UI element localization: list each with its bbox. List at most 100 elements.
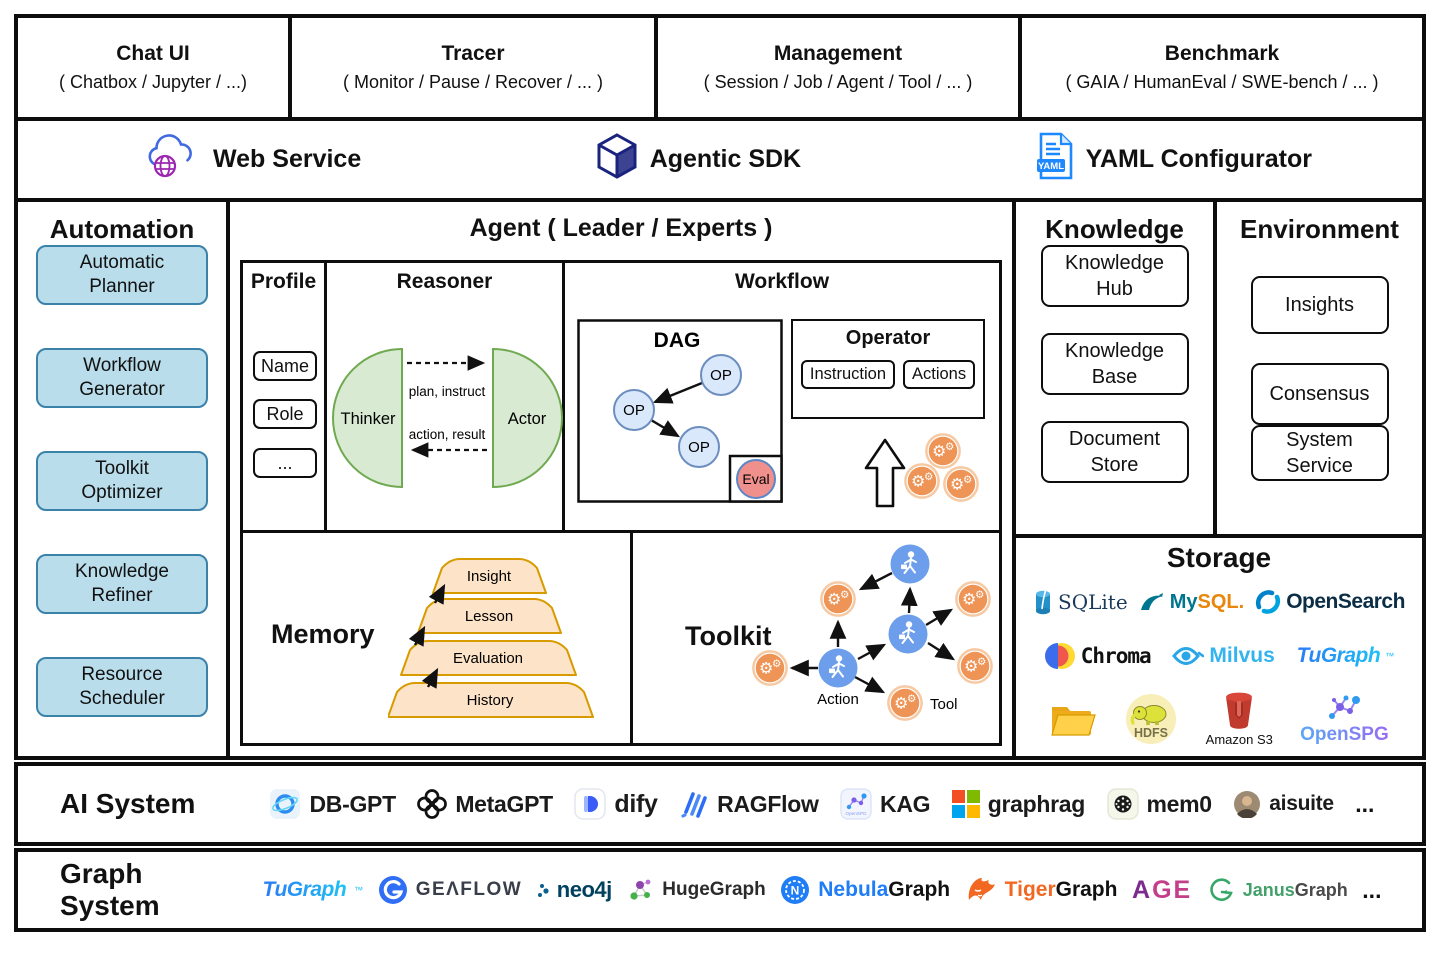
item-line: Refiner — [91, 585, 153, 606]
logo-graphrag: graphrag — [951, 790, 1085, 818]
cell-subtitle: ( Monitor / Pause / Recover / ... ) — [342, 72, 604, 92]
cell-subtitle: ( Session / Job / Agent / Tool / ... ) — [703, 72, 973, 92]
profile-title: Profile — [250, 270, 317, 293]
cell-title: Benchmark — [1164, 42, 1280, 65]
box-line: Consensus — [1269, 383, 1370, 405]
openspg-label: OpenSPG — [1300, 724, 1389, 745]
logo-metagpt: MetaGPT — [417, 789, 553, 819]
item-line: Generator — [79, 379, 165, 400]
environment-column: Environment Insights Consensus System Se… — [1217, 202, 1422, 534]
opensearch-icon — [1256, 590, 1281, 614]
logo-milvus: Milvus — [1172, 644, 1275, 668]
tool-node — [955, 581, 991, 617]
folder-icon — [1049, 700, 1097, 738]
tigergraph-icon — [968, 878, 995, 900]
profile-field-name: Name — [253, 351, 317, 381]
s3-label: Amazon S3 — [1205, 732, 1273, 747]
cell-tracer: Tracer ( Monitor / Pause / Recover / ...… — [288, 18, 654, 117]
memory-level-insight: Insight — [467, 568, 512, 585]
item-line: Optimizer — [81, 482, 163, 503]
neo4j-dots-icon — [537, 884, 549, 897]
knowledge-base-box: Knowledge Base — [1040, 333, 1189, 395]
logo-mem0: mem0 — [1106, 788, 1212, 820]
workflow-section: Workflow DAG OP OP OP — [565, 263, 999, 530]
hugegraph-icon — [630, 879, 651, 900]
operator-title: Operator — [845, 327, 931, 349]
action-node — [888, 614, 928, 654]
metagpt-icon — [417, 789, 448, 819]
automation-title: Automation — [49, 214, 195, 244]
agentic-sdk-label: Agentic SDK — [649, 145, 802, 173]
aisuite-avatar — [1234, 791, 1261, 818]
logo-janusgraph: JanusGraph — [1207, 876, 1348, 904]
svg-text:OpenSPG: OpenSPG — [846, 811, 867, 816]
chroma-icon — [1044, 643, 1075, 669]
mysql-dolphin-icon — [1140, 593, 1163, 610]
reasoner-arrow-top-label: plan, instruct — [409, 384, 486, 399]
cell-title: Chat UI — [116, 42, 190, 65]
knowledge-title: Knowledge — [1045, 214, 1184, 244]
ai-system-title: AI System — [60, 788, 196, 819]
automation-item-automatic-planner: Automatic Planner — [36, 245, 208, 305]
logo-nebulagraph: N NebulaGraph — [780, 875, 950, 905]
cell-benchmark: Benchmark ( GAIA / HumanEval / SWE-bench… — [1018, 18, 1422, 117]
action-node — [890, 544, 930, 584]
item-line: Automatic — [79, 251, 165, 273]
yaml-configurator: YAML YAML Configurator — [1035, 132, 1312, 187]
cell-subtitle: ( GAIA / HumanEval / SWE-bench / ... ) — [1065, 72, 1379, 92]
knowledge-hub-box: Knowledge Hub — [1040, 245, 1189, 307]
nebulagraph-icon: N — [781, 876, 810, 904]
storage-section: Storage SQLite — [1016, 538, 1422, 756]
milvus-icon — [1172, 647, 1205, 665]
tool-node — [957, 648, 993, 684]
logo-chroma: Chroma — [1044, 641, 1152, 671]
actor-label: Actor — [508, 410, 547, 428]
ragflow-icon — [681, 792, 707, 818]
sqlite-icon — [1036, 588, 1051, 615]
logo-dify: dify — [574, 788, 658, 820]
storage-title: Storage — [1166, 542, 1272, 573]
kag-icon: OpenSPG — [840, 788, 872, 820]
agent-title: Agent ( Leader / Experts ) — [469, 214, 773, 242]
logo-hdfs: HDFS — [1124, 692, 1178, 746]
logo-amazon-s3: Amazon S3 — [1206, 691, 1273, 747]
cube-icon — [595, 132, 639, 187]
automation-item-resource-scheduler: Resource Scheduler — [36, 657, 208, 717]
knowledge-column: Knowledge Knowledge Hub Knowledge Base D… — [1016, 202, 1217, 534]
thinker-label: Thinker — [340, 410, 396, 428]
logo-db-gpt: DB-GPT — [269, 788, 396, 820]
automation-item-knowledge-refiner: Knowledge Refiner — [36, 554, 208, 614]
instruction-box: Instruction — [800, 360, 895, 389]
item-line: Scheduler — [79, 688, 165, 709]
automation-item-workflow-generator: Workflow Generator — [36, 348, 208, 408]
automation-column: Automation Automatic Planner Workflow Ge… — [18, 202, 230, 756]
memory-level-lesson: Lesson — [465, 608, 513, 625]
memory-title: Memory — [271, 619, 375, 649]
document-store-box: Document Store — [1040, 421, 1189, 483]
cell-chat-ui: Chat UI ( Chatbox / Jupyter / ...) — [18, 18, 288, 117]
logo-opensearch: OpenSearch — [1255, 589, 1405, 615]
profile-field-more: ... — [253, 448, 317, 478]
logo-aisuite: aisuite — [1233, 790, 1334, 818]
dify-icon — [574, 788, 607, 820]
yaml-configurator-label: YAML Configurator — [1085, 145, 1312, 173]
item-line: Workflow — [83, 354, 161, 376]
action-label: Action — [817, 691, 859, 708]
op-node-label: OP — [710, 367, 732, 384]
top-row: Chat UI ( Chatbox / Jupyter / ...) Trace… — [14, 14, 1426, 121]
svg-text:N: N — [791, 884, 800, 898]
yaml-badge: YAML — [1038, 161, 1064, 172]
environment-title: Environment — [1240, 214, 1399, 244]
cloud-globe-icon — [146, 132, 202, 187]
yaml-file-icon: YAML — [1035, 132, 1075, 187]
box-line: Knowledge — [1065, 340, 1164, 362]
item-line: Toolkit — [95, 457, 149, 479]
cell-title: Management — [773, 42, 903, 65]
web-service: Web Service — [146, 132, 361, 187]
workflow-title: Workflow — [734, 270, 830, 293]
op-node-label: OP — [623, 402, 645, 419]
geaflow-icon — [378, 876, 407, 904]
box-line: System — [1286, 429, 1353, 451]
up-arrow-icon — [864, 438, 906, 508]
